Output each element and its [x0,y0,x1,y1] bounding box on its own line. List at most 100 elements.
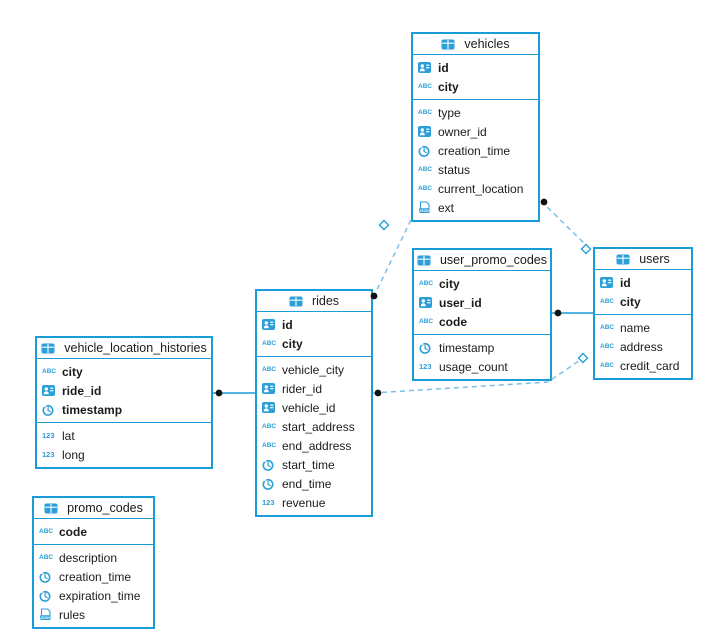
uuid-id-icon [262,402,279,413]
field-label: revenue [282,495,326,510]
field-label: creation_time [59,569,132,584]
field-row-credit_card[interactable]: ABC credit_card [595,356,691,375]
table-icon [417,255,432,266]
field-row-vehicle_id[interactable]: vehicle_id [257,398,371,417]
abc-text-icon: ABC [39,528,54,535]
field-label: long [62,447,85,462]
field-row-id[interactable]: id [413,58,538,77]
field-row-ride_id[interactable]: ride_id [37,381,211,400]
field-label: id [620,275,631,290]
field-label: expiration_time [59,588,141,603]
field-row-creation_time[interactable]: creation_time [34,567,153,586]
relationship-edge-vehicles-rides[interactable] [373,219,412,297]
uuid-id-icon [262,383,279,394]
json-icon: JSON [39,608,56,621]
field-row-id[interactable]: id [595,273,691,292]
field-label: city [62,364,83,379]
table-header-users[interactable]: users [595,249,691,270]
field-row-revenue[interactable]: 123 revenue [257,493,371,512]
uuid-id-icon [418,62,435,73]
fk-dot-marker [215,389,223,397]
field-label: usage_count [439,359,508,374]
abc-text-icon: ABC [39,554,54,561]
field-row-code[interactable]: ABC code [34,522,153,541]
field-label: vehicle_id [282,400,336,415]
field-label: end_time [282,476,332,491]
clock-time-icon [418,145,435,157]
field-label: credit_card [620,358,680,373]
field-label: owner_id [438,124,487,139]
clock-time-icon [262,478,279,490]
table-header-promo_codes[interactable]: promo_codes [34,498,153,519]
table-title: rides [311,293,340,308]
abc-text-icon: ABC [600,298,615,305]
field-row-user_id[interactable]: user_id [414,293,550,312]
abc-text-icon: ABC [600,362,615,369]
field-label: rider_id [282,381,323,396]
field-row-timestamp[interactable]: timestamp [37,400,211,419]
field-row-owner_id[interactable]: owner_id [413,122,538,141]
number-123-icon: 123 [262,498,275,507]
relationship-edge-vehicles-users[interactable] [540,200,591,250]
table-title: vehicle_location_histories [64,340,207,355]
primary-key-section: ABC code [34,519,153,545]
field-label: name [620,320,651,335]
table-icon [41,343,56,354]
clock-time-icon [42,404,59,416]
field-label: ride_id [62,383,102,398]
clock-time-icon [39,571,56,583]
table-header-vehicles[interactable]: vehicles [413,34,538,55]
abc-text-icon: ABC [262,366,277,373]
field-row-id[interactable]: id [257,315,371,334]
abc-text-icon: ABC [262,423,277,430]
field-label: code [59,524,88,539]
uuid-id-icon [418,126,435,137]
field-row-timestamp[interactable]: timestamp [414,338,550,357]
svg-text:JSON: JSON [419,209,429,213]
field-row-vehicle_city[interactable]: ABC vehicle_city [257,360,371,379]
field-label: timestamp [62,402,123,417]
table-header-user_promo_codes[interactable]: user_promo_codes [414,250,550,271]
table-header-vehicle_location_histories[interactable]: vehicle_location_histories [37,338,211,359]
field-label: vehicle_city [282,362,345,377]
field-row-creation_time[interactable]: creation_time [413,141,538,160]
field-row-rider_id[interactable]: rider_id [257,379,371,398]
field-row-end_time[interactable]: end_time [257,474,371,493]
svg-text:JSON: JSON [40,616,50,620]
field-row-start_time[interactable]: start_time [257,455,371,474]
table-title: vehicles [464,36,510,51]
field-row-expiration_time[interactable]: expiration_time [34,586,153,605]
table-header-rides[interactable]: rides [257,291,371,312]
